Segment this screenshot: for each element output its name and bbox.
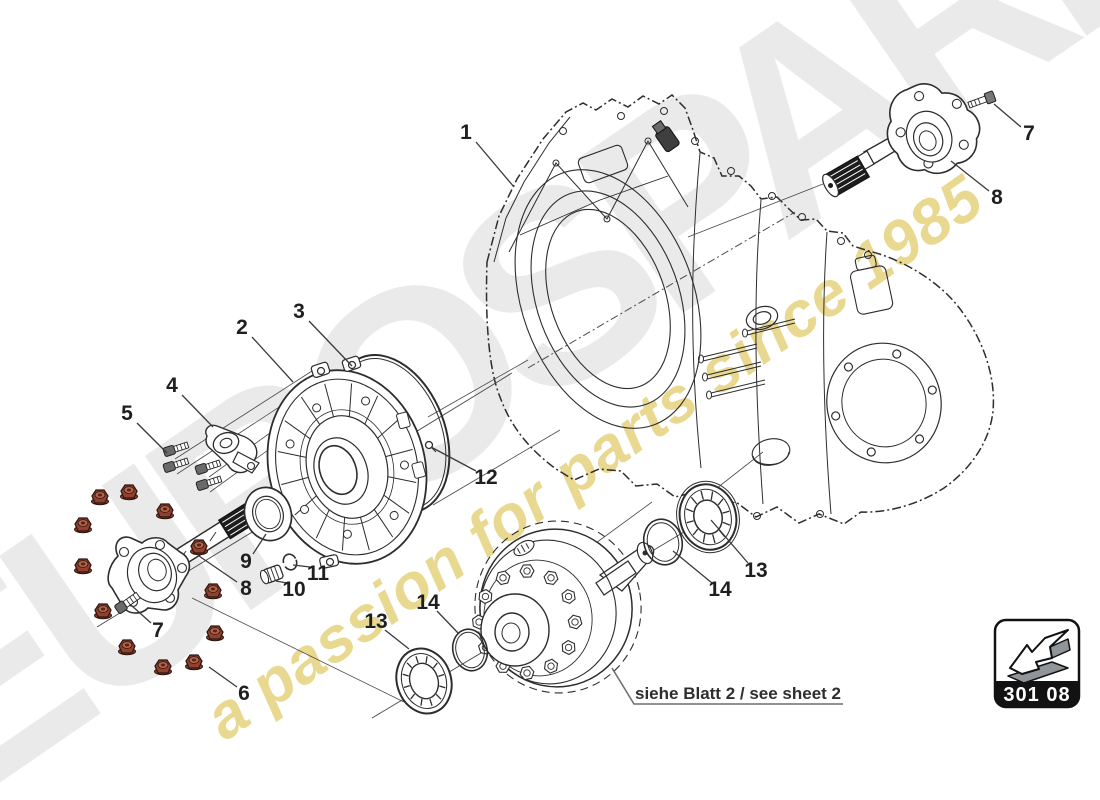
callout-1: 1 (460, 121, 515, 188)
lock-nut (190, 539, 208, 556)
taper-bearing-right (676, 480, 740, 554)
callout-7: 7 (993, 103, 1035, 145)
lock-nut (74, 517, 92, 534)
output-spline (822, 155, 871, 198)
callout-11: 11 (292, 562, 330, 585)
callout-number: 11 (307, 562, 330, 585)
callout-number: 7 (1023, 122, 1035, 145)
callout-number: 4 (166, 374, 178, 397)
lock-nut (154, 659, 172, 676)
case-bolt-bosses (559, 107, 872, 520)
callout-4: 4 (166, 374, 214, 428)
output-flange-right (822, 83, 997, 198)
housing-cover (266, 355, 428, 569)
shaft-seal (243, 486, 293, 542)
lock-nuts-layer (74, 484, 224, 676)
lock-nut (204, 583, 222, 600)
diff-journal (595, 560, 637, 596)
sheet-note: siehe Blatt 2 / see sheet 2 (611, 667, 843, 705)
mounting-studs (698, 318, 796, 400)
callout-13: 13 (710, 519, 768, 582)
diff-vent (513, 539, 535, 557)
callout-number: 13 (364, 610, 387, 633)
case-section-line (755, 199, 764, 505)
callout-number: 14 (416, 591, 440, 614)
callout-14: 14 (416, 591, 460, 635)
callout-number: 7 (152, 619, 164, 642)
oil-filler-cap (745, 305, 779, 331)
callout-12: 12 (430, 446, 498, 489)
bracket-bolts (162, 441, 223, 491)
case-section-line (823, 231, 832, 515)
shim-ring-left (451, 628, 489, 672)
callout-5: 5 (121, 402, 168, 454)
callout-number: 1 (460, 121, 472, 144)
callout-number: 9 (240, 550, 252, 573)
case-top-opening (577, 144, 629, 184)
callout-6: 6 (208, 666, 250, 705)
output-flange-left (107, 502, 260, 614)
lock-nut (91, 489, 109, 506)
callout-number: 8 (991, 186, 1003, 209)
page-code: 301 08 (1003, 684, 1070, 706)
lock-nut (185, 654, 203, 671)
callout-7: 7 (130, 604, 164, 642)
lock-nut (120, 484, 138, 501)
shim-ring-right (642, 518, 684, 566)
callout-number: 10 (282, 578, 305, 601)
lock-nut (74, 558, 92, 575)
differential (472, 520, 655, 694)
callout-number: 6 (238, 682, 250, 705)
dome-cap (751, 438, 791, 466)
housing-center-hole (318, 444, 358, 496)
lock-nut (118, 639, 136, 656)
case-section-line (692, 152, 702, 469)
callout-10: 10 (275, 578, 306, 601)
callout-number: 12 (474, 466, 497, 489)
callout-2: 2 (236, 316, 294, 383)
output-flange-bolt (967, 90, 997, 109)
lock-nut (156, 503, 174, 520)
callout-number: 14 (708, 578, 732, 601)
transmission-case-drawing (485, 94, 995, 525)
threaded-plug (259, 564, 284, 585)
callout-8: 8 (198, 555, 252, 600)
exploded-view-arrow-icon (1007, 629, 1071, 684)
callout-number: 13 (744, 559, 767, 582)
case-truss-rib (508, 139, 689, 253)
case-outline (485, 94, 995, 525)
callout-14: 14 (672, 550, 732, 601)
callout-number: 8 (240, 577, 252, 600)
callout-number: 5 (121, 402, 133, 425)
case-flange-line (493, 116, 571, 263)
circlip (282, 553, 298, 571)
callout-number: 3 (293, 300, 305, 323)
flange-bolt (114, 591, 141, 614)
rear-cover (826, 342, 942, 464)
taper-bearing-left (395, 647, 453, 715)
callout-number: 2 (236, 316, 248, 339)
page-code-badge: 301 08 (993, 618, 1081, 709)
breather-sensor (651, 120, 680, 153)
bell-housing-opening (514, 169, 702, 429)
callout-9: 9 (240, 533, 267, 573)
sheet-note-text: siehe Blatt 2 / see sheet 2 (635, 684, 841, 703)
callout-13: 13 (364, 610, 410, 650)
callout-8: 8 (950, 160, 1003, 209)
housing-rim-holes (285, 396, 409, 539)
lock-nut (94, 603, 112, 620)
lock-nut (206, 625, 224, 642)
case-truss-rib (519, 175, 669, 236)
callout-3: 3 (293, 300, 353, 367)
